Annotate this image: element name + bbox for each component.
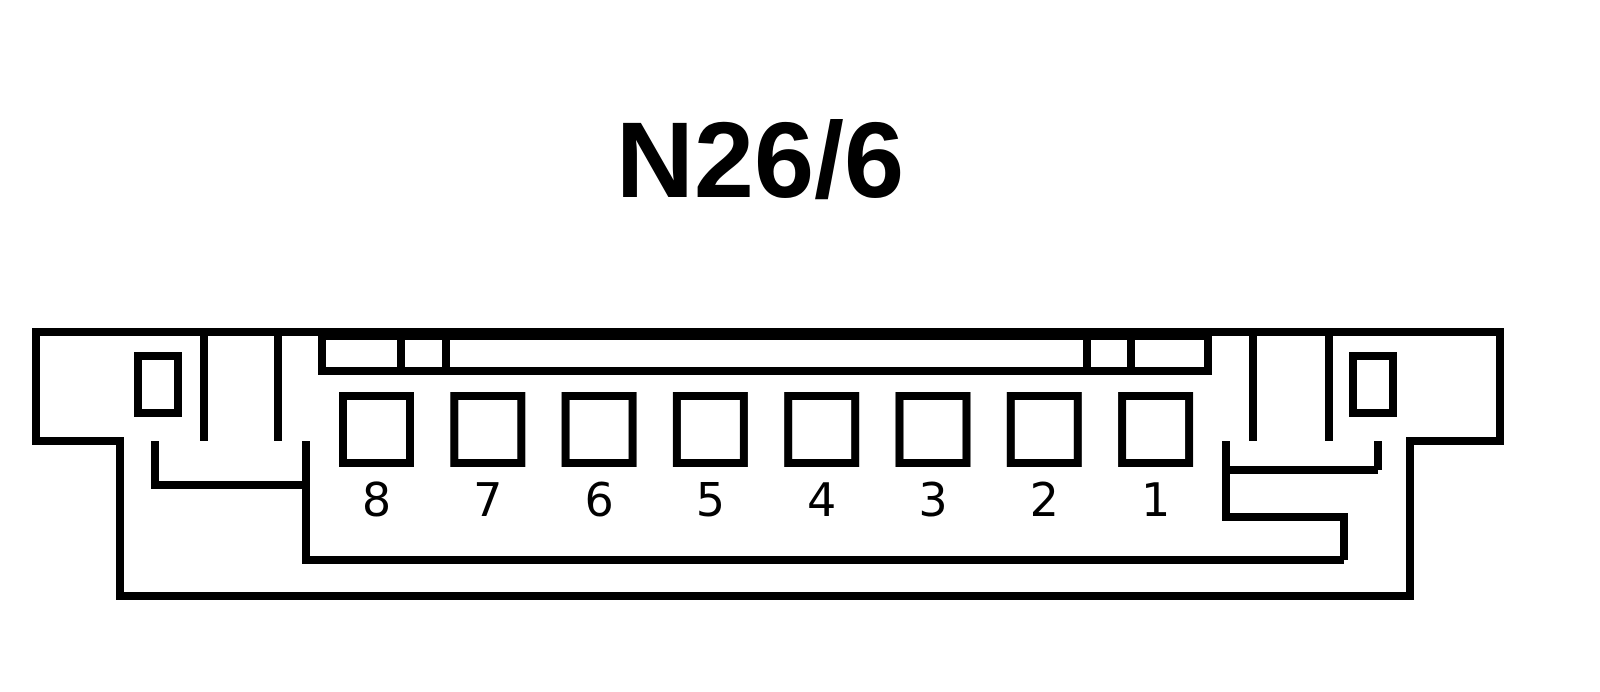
pin-terminals [339,392,1194,467]
pin-cavity-frame [302,441,1344,564]
pin-terminal-2 [1006,392,1082,467]
pin-label-3: 3 [918,473,947,527]
pin-label-8: 8 [362,473,391,527]
pin-label-2: 2 [1030,473,1059,527]
pin-label-6: 6 [584,473,613,527]
pin-terminal-6 [561,392,637,467]
right-step-ledge [1222,441,1348,560]
left-lock-window [134,352,182,417]
left-step-ledge [151,441,306,489]
pin-label-5: 5 [696,473,725,527]
connector-housing [32,328,1504,600]
pin-terminal-5 [672,392,748,467]
pin-labels: 8 7 6 5 4 3 2 1 [362,473,1170,527]
pin-label-1: 1 [1141,473,1170,527]
pin-label-4: 4 [807,473,836,527]
pin-terminal-8 [339,392,414,467]
pin-terminal-3 [895,392,971,467]
pin-terminal-4 [784,392,860,467]
connector-title: N26/6 [616,99,904,220]
top-latch-bar [318,332,1212,375]
pin-terminal-7 [450,392,526,467]
pin-terminal-1 [1118,392,1194,467]
right-lock-window [1349,352,1397,417]
pin-label-7: 7 [473,473,502,527]
